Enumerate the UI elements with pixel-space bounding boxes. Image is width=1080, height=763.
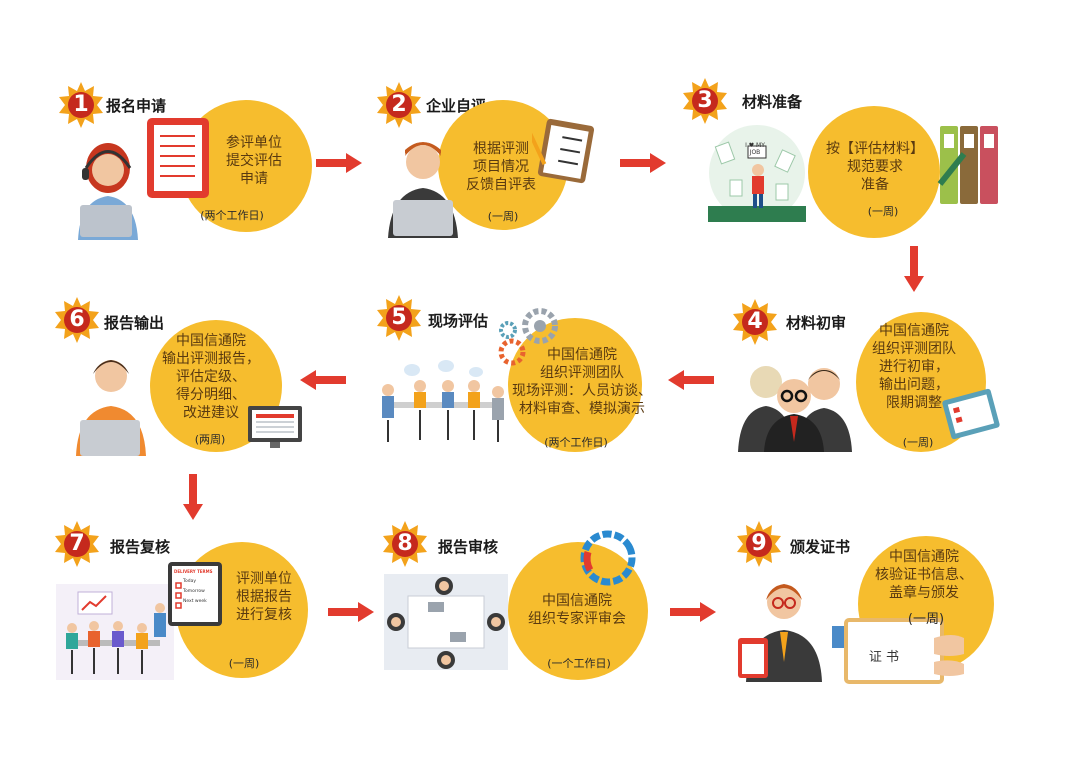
step-title: 报告审核	[438, 536, 498, 557]
certificate-issuer-icon	[738, 572, 830, 682]
application-form-icon	[145, 116, 211, 200]
love-my-job-sign: I ♥ MY JOB	[742, 142, 768, 156]
certificate-label: 证 书	[862, 646, 906, 665]
step-number-badge: 4	[732, 299, 778, 345]
step-number-badge: 7	[54, 521, 100, 567]
step-number-badge: 1	[58, 82, 104, 128]
cycle-icon	[580, 530, 636, 586]
step-number-badge: 9	[736, 521, 782, 567]
review-team-icon	[734, 356, 856, 452]
step-duration: (两个工作日)	[526, 434, 626, 450]
step-description: 按【评估材料】规范要求准备	[818, 140, 932, 194]
left-arrow-icon	[668, 370, 714, 390]
report-writer-icon	[72, 344, 150, 456]
step-title: 报告输出	[104, 312, 164, 333]
operator-headset-icon	[68, 130, 148, 240]
step-title: 材料初审	[786, 312, 846, 333]
delivery-terms-board: DELIVERY TERMS Today Tomorrow Next week	[174, 567, 218, 607]
step-number-badge: 8	[382, 521, 428, 567]
step-duration: (两周)	[180, 431, 240, 447]
step-duration: (两个工作日)	[180, 207, 284, 223]
down-arrow-icon	[183, 474, 203, 520]
expert-meeting-icon	[384, 574, 508, 670]
worker-with-papers-icon	[708, 124, 806, 222]
step-title: 材料准备	[742, 91, 802, 112]
step-title: 报告复核	[110, 536, 170, 557]
step-description: 根据评测项目情况反馈自评表	[456, 140, 546, 194]
step-duration: (一周)	[886, 434, 950, 450]
right-arrow-icon	[670, 602, 716, 622]
step-description: 中国信通院组织评测团队进行初审，输出问题，限期调整	[862, 322, 966, 412]
right-arrow-icon	[316, 153, 362, 173]
team-review-icon	[56, 584, 174, 680]
step-number-badge: 6	[54, 297, 100, 343]
step-title: 现场评估	[428, 310, 488, 331]
step-number-badge: 3	[682, 78, 728, 124]
right-arrow-icon	[620, 153, 666, 173]
office-worker-icon	[383, 122, 463, 238]
step-number-badge: 5	[376, 295, 422, 341]
step-description: 参评单位提交评估申请	[212, 134, 296, 188]
step-duration: (一周)	[848, 203, 918, 219]
right-arrow-icon	[328, 602, 374, 622]
step-duration: (一周)	[466, 208, 540, 224]
down-arrow-icon	[904, 246, 924, 292]
step-description: 中国信通院组织评测团队现场评测：人员访谈、材料审查、模拟演示	[494, 346, 670, 418]
binders-icon	[936, 124, 1006, 206]
step-title: 报名申请	[106, 95, 166, 116]
step-duration: (一周)	[212, 655, 276, 671]
step-description: 中国信通院组织专家评审会	[520, 592, 634, 628]
step-duration: (一周)	[894, 608, 958, 627]
left-arrow-icon	[300, 370, 346, 390]
step-description: 中国信通院输出评测报告，评估定级、得分明细、改进建议	[146, 332, 276, 422]
step-duration: (一个工作日)	[538, 655, 620, 671]
step-description: 中国信通院核验证书信息、盖章与颁发	[866, 548, 982, 602]
step-title: 颁发证书	[790, 536, 850, 557]
meeting-table-icon	[368, 360, 514, 446]
step-description: 评测单位根据报告进行复核	[226, 570, 302, 624]
